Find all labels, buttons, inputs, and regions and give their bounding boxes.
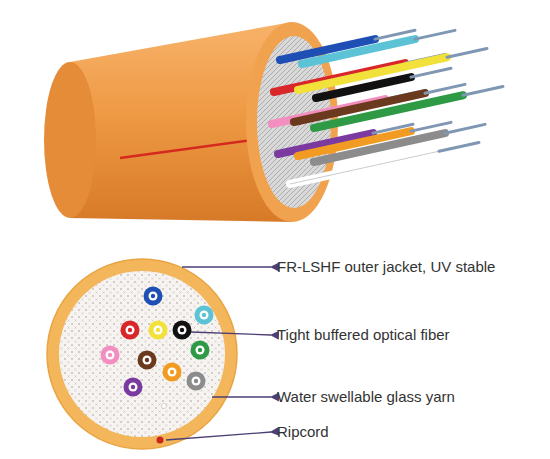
- bare-fiber: [447, 48, 487, 57]
- tight-buffer: [173, 321, 192, 340]
- fiber-3d: [316, 77, 411, 98]
- tight-buffer: [195, 306, 214, 325]
- bare-fiber: [445, 124, 485, 133]
- bare-fiber: [411, 68, 451, 77]
- tight-buffer: [124, 378, 143, 397]
- tight-buffer: [191, 341, 210, 360]
- cable-3d: [44, 22, 503, 222]
- tight-buffer: [121, 321, 140, 340]
- bare-fiber: [463, 86, 503, 95]
- tight-buffer: [187, 372, 206, 391]
- bare-fiber: [415, 30, 455, 39]
- fiber-3d: [290, 151, 439, 184]
- bare-fiber: [439, 142, 479, 151]
- leader-lines: [166, 267, 271, 440]
- tight-buffer: [149, 321, 168, 340]
- fiber-3d: [302, 39, 415, 64]
- callout-label: Tight buffered optical fiber: [277, 326, 450, 344]
- callout-label: Water swellable glass yarn: [277, 388, 455, 406]
- bare-fiber: [425, 84, 465, 93]
- tight-buffer: [101, 346, 120, 365]
- cable-cross-section: [47, 259, 237, 449]
- ripcord: [157, 437, 164, 444]
- tight-buffer: [144, 287, 163, 306]
- tight-buffer: [163, 363, 182, 382]
- callout-label: Ripcord: [277, 423, 329, 441]
- tight-buffer: [138, 351, 157, 370]
- callout-label: FR-LSHF outer jacket, UV stable: [277, 258, 495, 276]
